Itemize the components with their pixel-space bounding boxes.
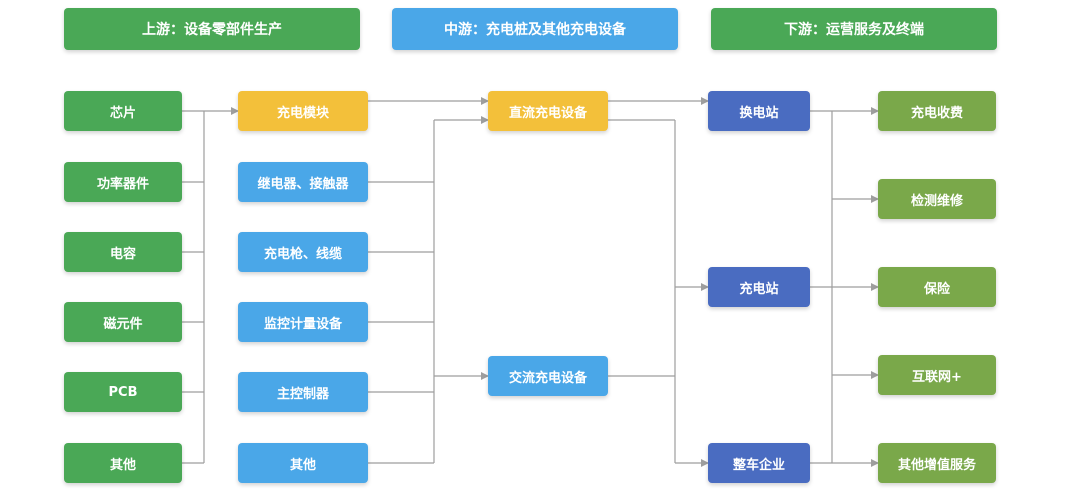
- operator-charging-station: 充电站: [708, 267, 810, 307]
- component-chip: 芯片: [64, 91, 182, 131]
- operator-swap-station: 换电站: [708, 91, 810, 131]
- module-relay: 继电器、接触器: [238, 162, 368, 202]
- service-internet-plus: 互联网+: [878, 355, 996, 395]
- equipment-ac: 交流充电设备: [488, 356, 608, 396]
- module-controller: 主控制器: [238, 372, 368, 412]
- component-other: 其他: [64, 443, 182, 483]
- component-capacitor: 电容: [64, 232, 182, 272]
- component-pcb: PCB: [64, 372, 182, 412]
- component-magnetic: 磁元件: [64, 302, 182, 342]
- component-power-device: 功率器件: [64, 162, 182, 202]
- module-gun-cable: 充电枪、线缆: [238, 232, 368, 272]
- module-metering: 监控计量设备: [238, 302, 368, 342]
- service-insurance: 保险: [878, 267, 996, 307]
- header-downstream: 下游：运营服务及终端: [711, 8, 997, 50]
- operator-vehicle-maker: 整车企业: [708, 443, 810, 483]
- header-midstream: 中游：充电桩及其他充电设备: [392, 8, 678, 50]
- service-value-added: 其他增值服务: [878, 443, 996, 483]
- equipment-dc: 直流充电设备: [488, 91, 608, 131]
- module-other: 其他: [238, 443, 368, 483]
- service-charging-fee: 充电收费: [878, 91, 996, 131]
- header-upstream: 上游：设备零部件生产: [64, 8, 360, 50]
- module-charging: 充电模块: [238, 91, 368, 131]
- service-inspection: 检测维修: [878, 179, 996, 219]
